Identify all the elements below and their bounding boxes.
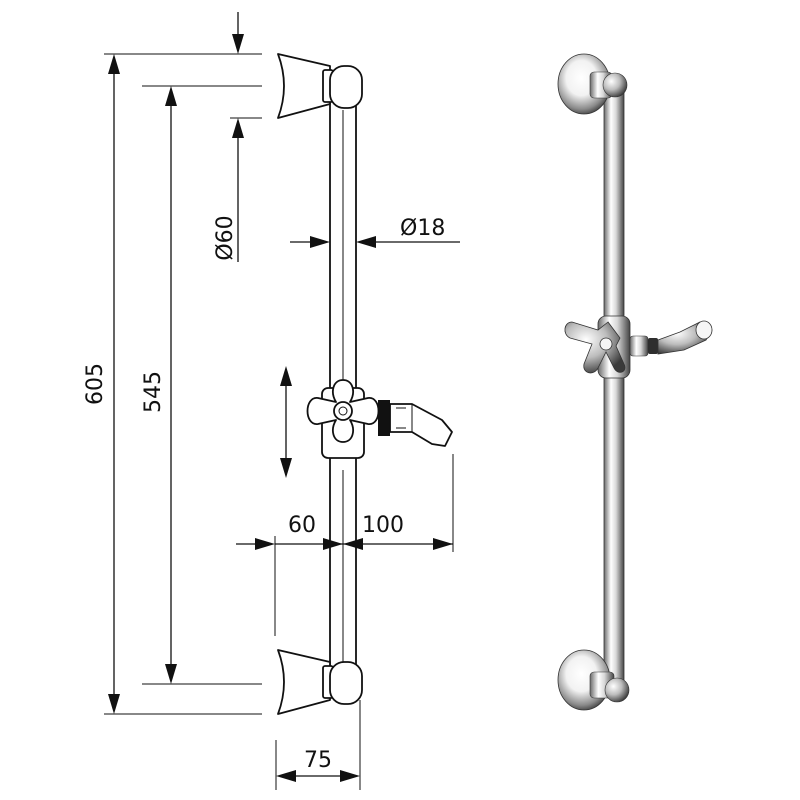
label-bracket-spacing: 545 [141,371,166,413]
top-wall-bracket [277,53,363,119]
dimension-lines: 605 545 Ø60 Ø18 [83,12,460,790]
label-wall-projection: 75 [304,748,332,773]
product-illustration [557,53,713,711]
dimension-wall-projection: 75 [275,700,361,790]
label-holder-reach: 100 [362,513,404,538]
chrome-slider [564,315,713,379]
chrome-bottom-bracket [557,649,630,711]
chrome-top-bracket [557,53,628,115]
label-bar-diameter: Ø18 [400,216,445,241]
dimension-overall-height: 605 [83,54,120,714]
chrome-bar [603,79,625,695]
dimension-holder-reach: 100 [343,513,453,550]
line-drawing [277,53,453,715]
dimension-bracket-spacing: 545 [141,86,177,684]
dimension-bar-diameter: Ø18 [290,216,460,248]
label-bracket-diameter: Ø60 [213,215,238,260]
label-overall-height: 605 [83,363,108,405]
dimension-holder-offset: 60 [236,513,343,550]
bottom-wall-bracket [277,649,363,715]
dimension-bracket-diameter: Ø60 [213,12,244,262]
label-holder-offset: 60 [288,513,316,538]
sliding-holder [306,379,453,459]
slide-travel-arrow [280,366,292,478]
